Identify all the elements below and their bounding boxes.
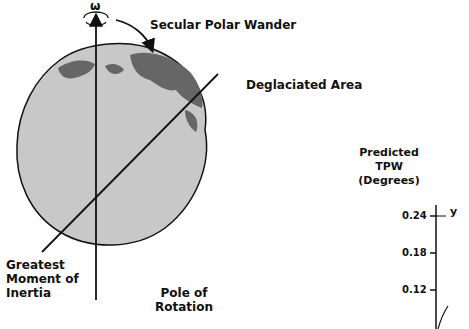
wander-label: Secular Polar Wander bbox=[150, 18, 296, 32]
wander-arrow bbox=[116, 20, 152, 50]
chart-axis bbox=[435, 205, 437, 329]
area-label: Deglaciated Area bbox=[246, 78, 362, 92]
tick bbox=[436, 216, 446, 217]
tick-value: 0.18 bbox=[402, 246, 427, 260]
tick-value: 0.24 bbox=[402, 209, 427, 223]
tick bbox=[430, 252, 436, 254]
rotation-axis bbox=[95, 16, 97, 300]
inertia-label: Greatest Moment of Inertia bbox=[6, 258, 86, 300]
axis-name: y bbox=[450, 205, 457, 219]
rotation-arc bbox=[86, 22, 106, 25]
deglaciated-area bbox=[58, 61, 95, 79]
tick bbox=[430, 289, 436, 291]
pole-label: Pole of Rotation bbox=[148, 286, 220, 314]
tpw-curve bbox=[438, 306, 448, 329]
inertia-axis bbox=[42, 74, 218, 252]
tick-value: 0.12 bbox=[402, 283, 427, 297]
chart-title: Predicted TPW (Degrees) bbox=[344, 146, 434, 188]
tick bbox=[430, 215, 436, 217]
globe bbox=[17, 44, 207, 245]
deglaciated-area bbox=[105, 64, 124, 74]
deglaciated-area bbox=[185, 110, 197, 132]
omega-symbol: ω bbox=[90, 0, 100, 13]
